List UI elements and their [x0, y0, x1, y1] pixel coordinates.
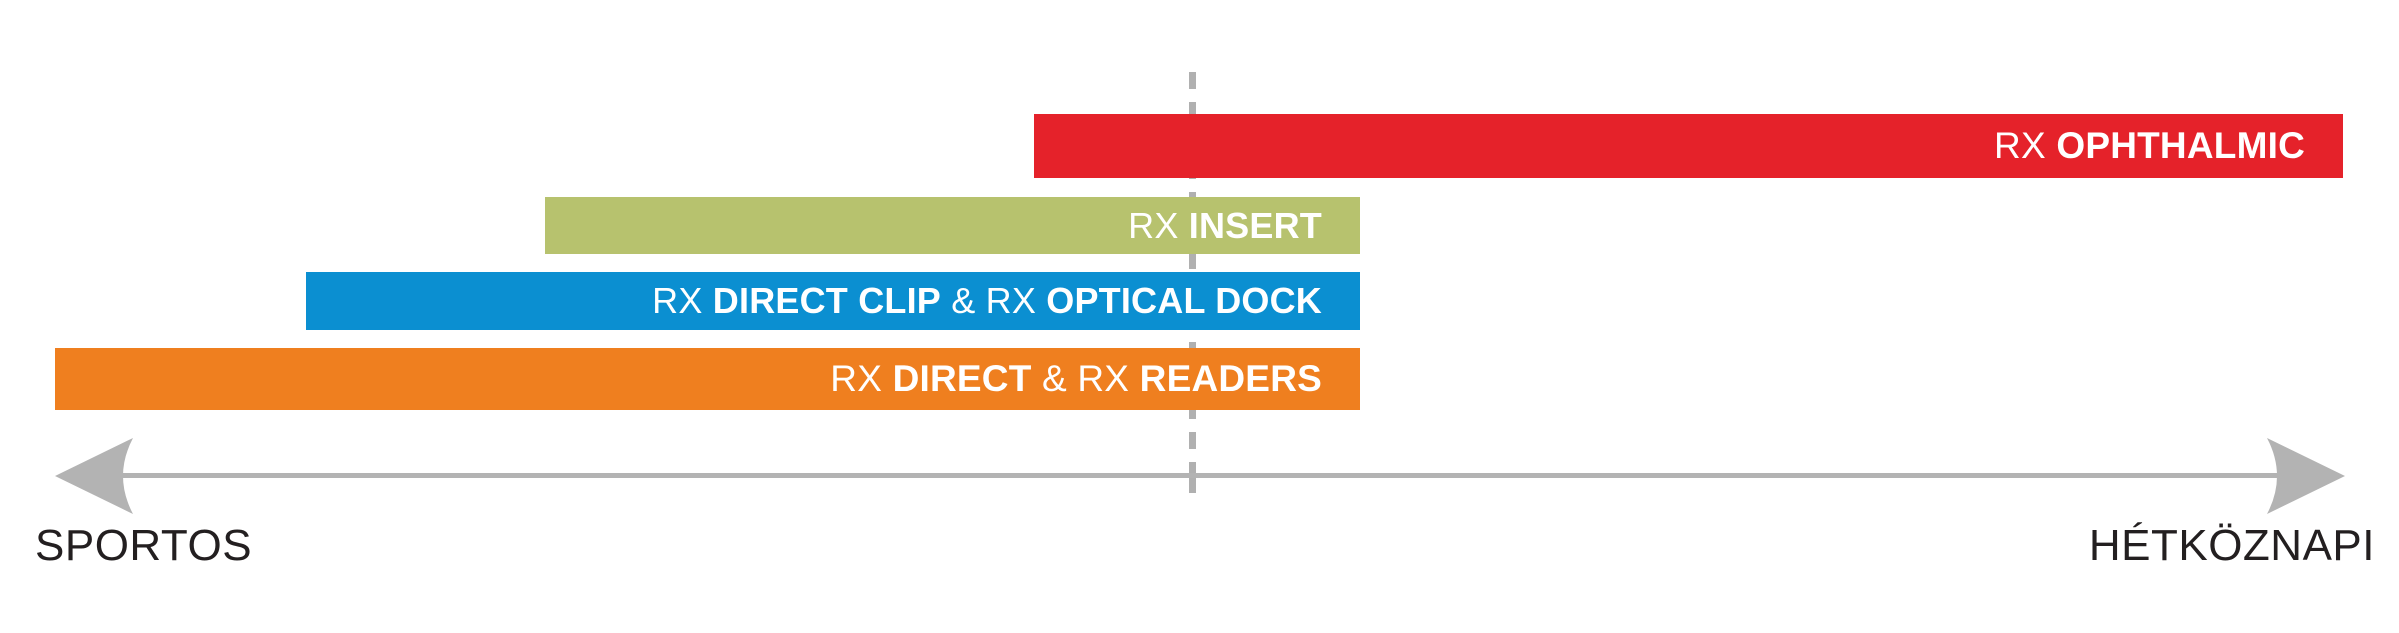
- bar-separator: &: [951, 280, 976, 321]
- bar-label-rx-ophthalmic: RX OPHTHALMIC: [1994, 125, 2343, 167]
- axis-line: [122, 473, 2312, 478]
- axis-label-left: SPORTOS: [35, 521, 253, 570]
- bar-name: DIRECT CLIP: [712, 280, 941, 321]
- bar-prefix-2: RX: [985, 280, 1037, 321]
- arrow-left-icon: [55, 438, 133, 514]
- bar-name: DIRECT: [892, 358, 1032, 399]
- bar-prefix-2: RX: [1077, 358, 1130, 399]
- bar-name-2: OPTICAL DOCK: [1046, 280, 1322, 321]
- bar-label-rx-direct-readers: RX DIRECT & RX READERS: [830, 358, 1360, 400]
- dashed-divider-lower: [1189, 477, 1196, 493]
- axis-label-right: HÉTKÖZNAPI: [2088, 521, 2375, 570]
- bar-prefix: RX: [830, 358, 883, 399]
- bar-label-rx-insert: RX INSERT: [1128, 205, 1360, 247]
- bar-label-rx-direct-clip-optical-dock: RX DIRECT CLIP & RX OPTICAL DOCK: [652, 280, 1360, 322]
- bar-rx-direct-clip-optical-dock[interactable]: RX DIRECT CLIP & RX OPTICAL DOCK: [306, 272, 1360, 330]
- bar-rx-insert[interactable]: RX INSERT: [545, 197, 1360, 254]
- bar-name-2: READERS: [1139, 358, 1322, 399]
- bar-separator: &: [1042, 358, 1067, 399]
- bar-prefix: RX: [1994, 125, 2046, 166]
- bar-prefix: RX: [652, 280, 703, 321]
- bar-rx-ophthalmic[interactable]: RX OPHTHALMIC: [1034, 114, 2343, 178]
- bar-name: INSERT: [1188, 204, 1322, 246]
- bar-prefix: RX: [1128, 204, 1179, 246]
- bar-rx-direct-readers[interactable]: RX DIRECT & RX READERS: [55, 348, 1360, 410]
- arrow-right-icon: [2267, 438, 2345, 514]
- bar-name: OPHTHALMIC: [2056, 125, 2305, 166]
